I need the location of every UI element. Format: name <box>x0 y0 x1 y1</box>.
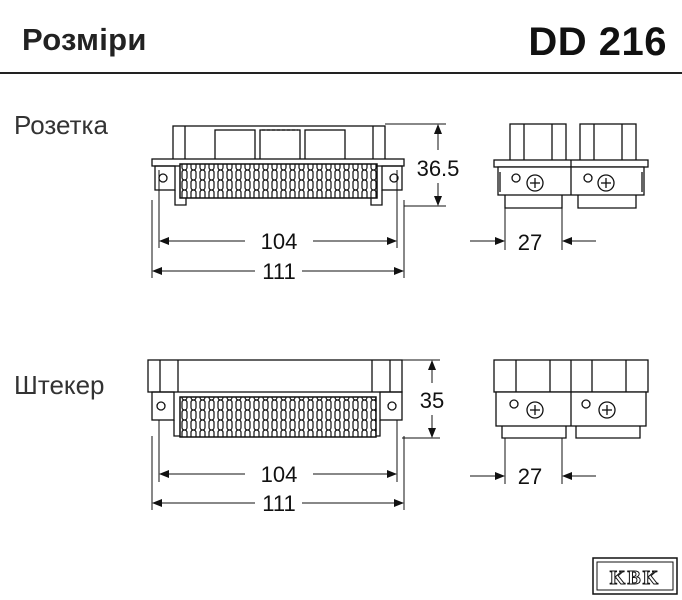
plug-height-value: 35 <box>420 388 444 413</box>
socket-side-view <box>493 123 649 209</box>
plug-front-view <box>147 359 403 438</box>
plug-label: Штекер <box>14 370 105 400</box>
socket-outer-width: 111 <box>262 259 295 284</box>
plug-pitch-dimension <box>470 438 596 484</box>
socket-label: Розетка <box>14 110 108 140</box>
logo-text: KBK <box>610 567 660 589</box>
plug-inner-width: 104 <box>261 462 298 487</box>
socket-pitch-value: 27 <box>518 230 542 255</box>
socket-height-dimension <box>385 123 446 207</box>
plug-side-view <box>493 359 649 439</box>
socket-inner-width: 104 <box>261 229 298 254</box>
header-divider <box>0 72 682 74</box>
header: Розміри DD 216 <box>0 0 682 74</box>
model-number: DD 216 <box>528 20 667 64</box>
plug-width-dimensions <box>151 420 405 510</box>
socket-height-value: 36.5 <box>417 156 460 181</box>
socket-width-dimensions <box>151 170 405 278</box>
page-title: Розміри <box>22 22 147 57</box>
kbk-logo: KBK <box>592 557 678 595</box>
plug-height-dimension <box>402 359 440 439</box>
plug-outer-width: 111 <box>262 491 295 516</box>
socket-pitch-dimension <box>470 208 596 250</box>
plug-pitch-value: 27 <box>518 464 542 489</box>
socket-front-view <box>151 125 405 206</box>
